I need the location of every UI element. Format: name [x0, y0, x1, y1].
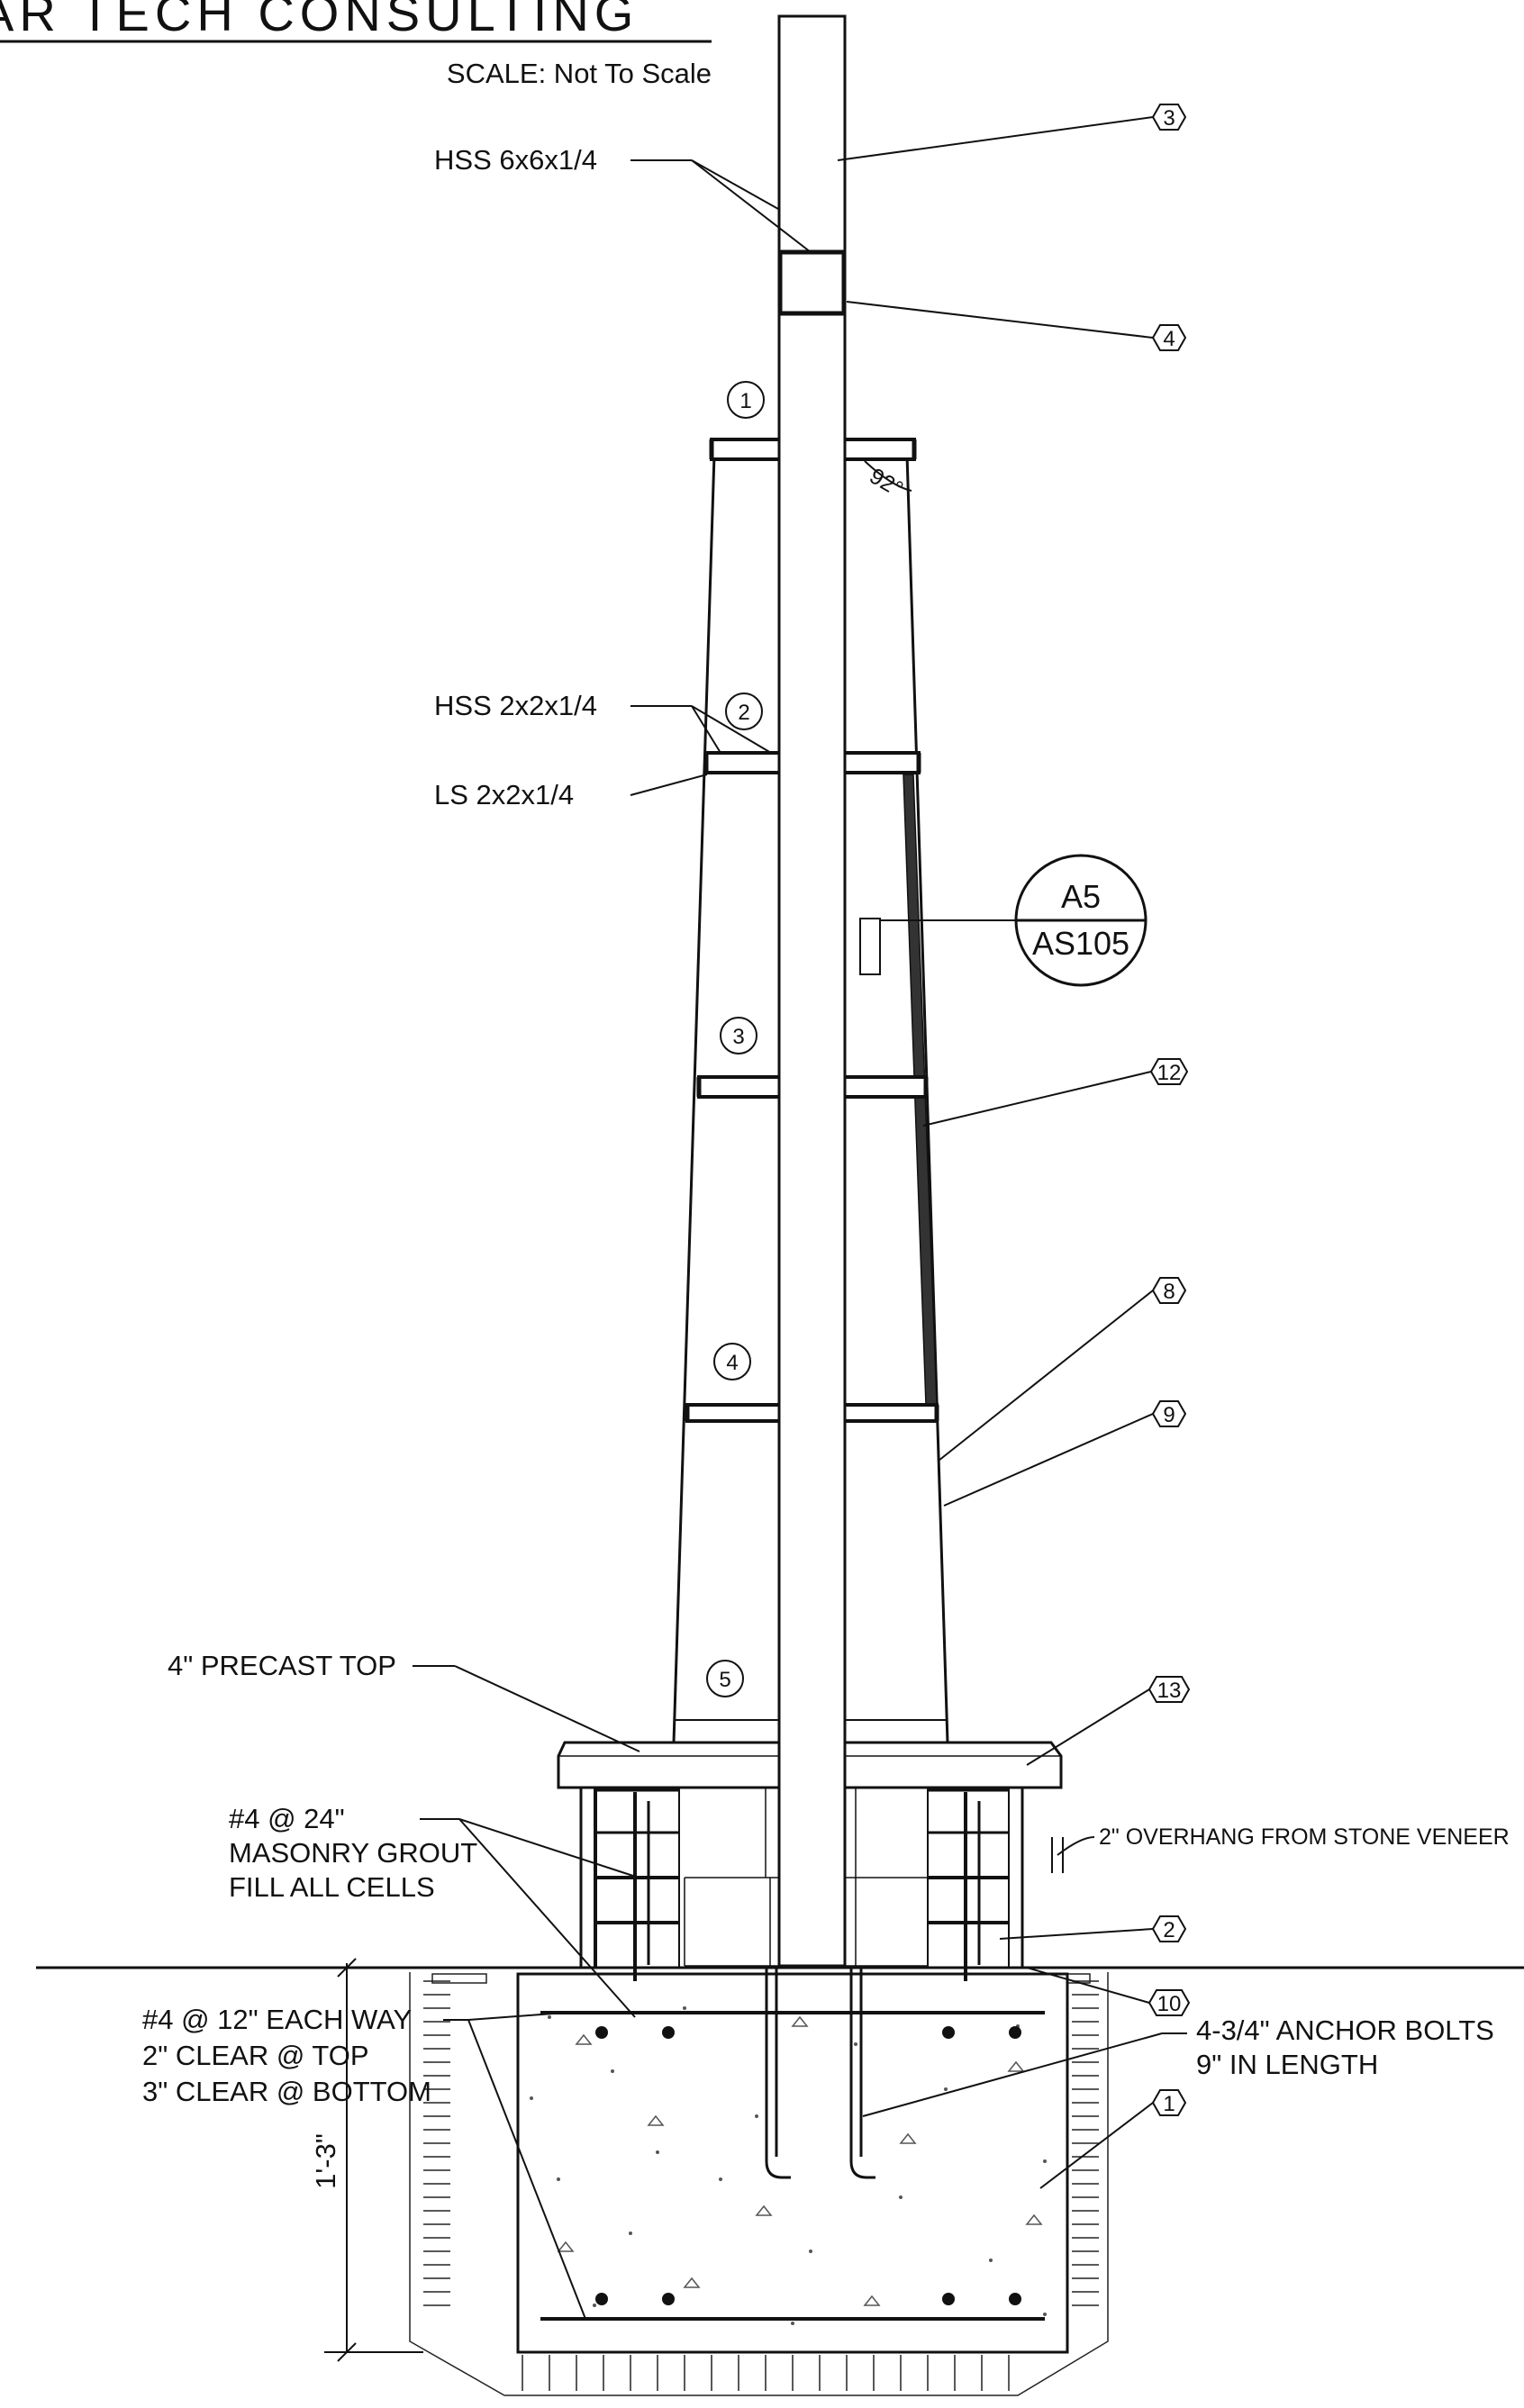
depth-dimension [324, 1958, 423, 2362]
leader-keynote-10 [1026, 1967, 1150, 2004]
leader-keynote-4 [846, 301, 1154, 339]
rebar-dots [595, 2026, 1021, 2305]
callout-rebar-line1: #4 @ 12" EACH WAY [142, 2004, 412, 2035]
keynote-tag-3-label: 3 [1163, 106, 1175, 131]
leader-keynote-13 [1026, 1688, 1150, 1766]
keynote-tag-13: 13 [1148, 1676, 1191, 1703]
ls-angle-returns [685, 439, 939, 1421]
detail-sheet: AS105 [1032, 925, 1129, 962]
section-marker-5-label: 5 [719, 1668, 730, 1692]
keynote-tag-12-label: 12 [1157, 1061, 1182, 1085]
callout-hss-tube: HSS 2x2x1/4 [434, 690, 597, 721]
section-marker-1: 1 [727, 381, 765, 419]
depth-dimension-label: 1'-3" [310, 2133, 341, 2189]
detail-id: A5 [1061, 878, 1101, 915]
keynote-tag-4: 4 [1151, 324, 1187, 351]
scale-note: SCALE: Not To Scale [447, 58, 712, 89]
section-marker-5: 5 [706, 1660, 744, 1697]
callout-ls-angle: LS 2x2x1/4 [434, 779, 574, 810]
overhang-dimension [1051, 1836, 1095, 1873]
leader-hss-tube [630, 705, 772, 754]
callout-anchor-line2: 9" IN LENGTH [1196, 2049, 1378, 2080]
section-marker-3: 3 [720, 1017, 757, 1055]
keynote-tag-4-label: 4 [1163, 327, 1175, 351]
leader-rebar [443, 2012, 586, 2320]
keynote-tag-2: 2 [1151, 1915, 1187, 1942]
section-marker-4: 4 [713, 1343, 751, 1381]
section-marker-2-label: 2 [738, 701, 749, 725]
keynote-tag-13-label: 13 [1157, 1679, 1182, 1703]
angle-label: 92° [866, 464, 908, 502]
firm-name-banner: AR TECH CONSULTING [0, 0, 639, 41]
leader-keynote-8 [938, 1290, 1154, 1462]
callout-hss-post: HSS 6x6x1/4 [434, 144, 597, 176]
leader-grout [420, 1818, 642, 2018]
keynote-tag-10: 10 [1148, 1989, 1191, 2016]
leader-hss-post [630, 159, 812, 253]
keynote-tag-8: 8 [1151, 1277, 1187, 1304]
callout-overhang: 2" OVERHANG FROM STONE VENEER [1099, 1824, 1510, 1850]
hss-6x6-post [777, 14, 847, 1968]
concrete-footing [516, 1972, 1069, 2354]
masonry-grout-courses [596, 1788, 1009, 1834]
leader-keynote-9 [943, 1413, 1154, 1507]
callout-precast-top: 4" PRECAST TOP [168, 1650, 396, 1681]
detail-target-box [859, 918, 881, 975]
keynote-tag-8-label: 8 [1163, 1280, 1175, 1304]
leader-keynote-3 [837, 116, 1154, 161]
angle-arc [864, 460, 912, 492]
section-marker-3-label: 3 [732, 1025, 744, 1049]
leader-keynote-12 [922, 1071, 1152, 1127]
detail-reference-bubble: A5 AS105 [880, 854, 1148, 987]
section-marker-1-label: 1 [739, 389, 751, 413]
keynote-tag-1: 1 [1151, 2089, 1187, 2116]
keynote-tag-9: 9 [1151, 1400, 1187, 1427]
keynote-tag-3: 3 [1151, 104, 1187, 131]
leader-ls-angle [630, 774, 708, 796]
leader-keynote-1 [1039, 2102, 1154, 2189]
keynote-tag-10-label: 10 [1157, 1992, 1182, 2016]
callout-grout-line3: FILL ALL CELLS [229, 1871, 435, 1903]
callout-anchor-line1: 4-3/4" ANCHOR BOLTS [1196, 2014, 1494, 2046]
keynote-tag-1-label: 1 [1163, 2092, 1175, 2116]
keynote-tag-9-label: 9 [1163, 1403, 1175, 1427]
keynote-tag-2-label: 2 [1163, 1918, 1175, 1942]
keynote-tag-12: 12 [1149, 1058, 1189, 1085]
callout-grout-line1: #4 @ 24" [229, 1803, 345, 1834]
leader-anchor-bolts [862, 2032, 1187, 2117]
callout-grout-line2: MASONRY GROUT [229, 1837, 477, 1869]
hss-post-section-box [777, 249, 847, 316]
section-marker-4-label: 4 [726, 1351, 738, 1375]
section-marker-2: 2 [725, 693, 763, 730]
callout-rebar-line3: 3" CLEAR @ BOTTOM [142, 2076, 431, 2107]
leader-keynote-2 [999, 1928, 1154, 1940]
leader-precast-top [413, 1665, 640, 1752]
callout-rebar-line2: 2" CLEAR @ TOP [142, 2040, 369, 2071]
